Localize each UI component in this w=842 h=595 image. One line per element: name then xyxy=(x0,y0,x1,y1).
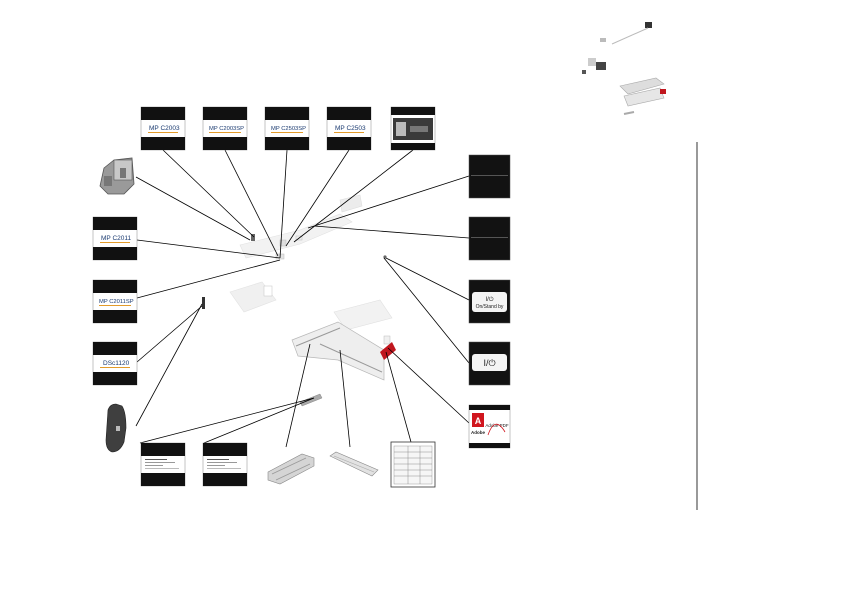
label-dsc1120: DSc1120 xyxy=(92,341,138,386)
part-info-label-2 xyxy=(202,442,248,487)
part-info-label-1 xyxy=(140,442,186,487)
part-cover-piece xyxy=(105,403,127,453)
label-text: MP C2011SP xyxy=(99,299,134,305)
label-text: MP C2011 xyxy=(101,235,131,242)
part-rail xyxy=(329,451,379,477)
label-adobe-pdf: A Adobe Adobe PDF xyxy=(468,404,511,449)
label-power-symbol: I/⏻ xyxy=(468,341,511,386)
power-symbol-text: I/⏻ xyxy=(485,296,493,303)
label-text: MP C2503SP xyxy=(271,126,306,132)
label-mp-c2011sp: MP C2011SP xyxy=(92,279,138,324)
label-mp-c2503: MP C2503 xyxy=(326,106,372,151)
main-assembly xyxy=(202,194,396,407)
part-rail-bracket xyxy=(267,453,315,485)
label-power-on-standby: I/⏻ On/Stand by xyxy=(468,279,511,324)
part-operation-panel-label xyxy=(390,106,436,151)
on-standby-text: On/Stand by xyxy=(476,304,504,310)
label-mp-c2503sp: MP C2503SP xyxy=(264,106,310,151)
label-text: MP C2003 xyxy=(149,125,180,132)
part-black-plate-1 xyxy=(468,154,511,199)
part-parts-list-sheet xyxy=(390,441,436,488)
part-bracket-block xyxy=(99,157,135,195)
label-text: MP C2003SP xyxy=(209,126,244,132)
label-mp-c2011: MP C2011 xyxy=(92,216,138,261)
adobe-pdf-text: Adobe PDF xyxy=(485,423,509,428)
label-text: MP C2503 xyxy=(335,125,366,132)
adobe-word-text: Adobe xyxy=(471,430,485,435)
adobe-logo-mark: A xyxy=(475,416,482,426)
power-symbol-text: I/⏻ xyxy=(483,358,495,368)
label-mp-c2003sp: MP C2003SP xyxy=(202,106,248,151)
leader-lines xyxy=(135,149,470,448)
overview-thumbnail xyxy=(582,22,666,115)
part-black-plate-2 xyxy=(468,216,511,261)
label-mp-c2003: MP C2003 xyxy=(140,106,186,151)
label-text: DSc1120 xyxy=(103,360,130,367)
